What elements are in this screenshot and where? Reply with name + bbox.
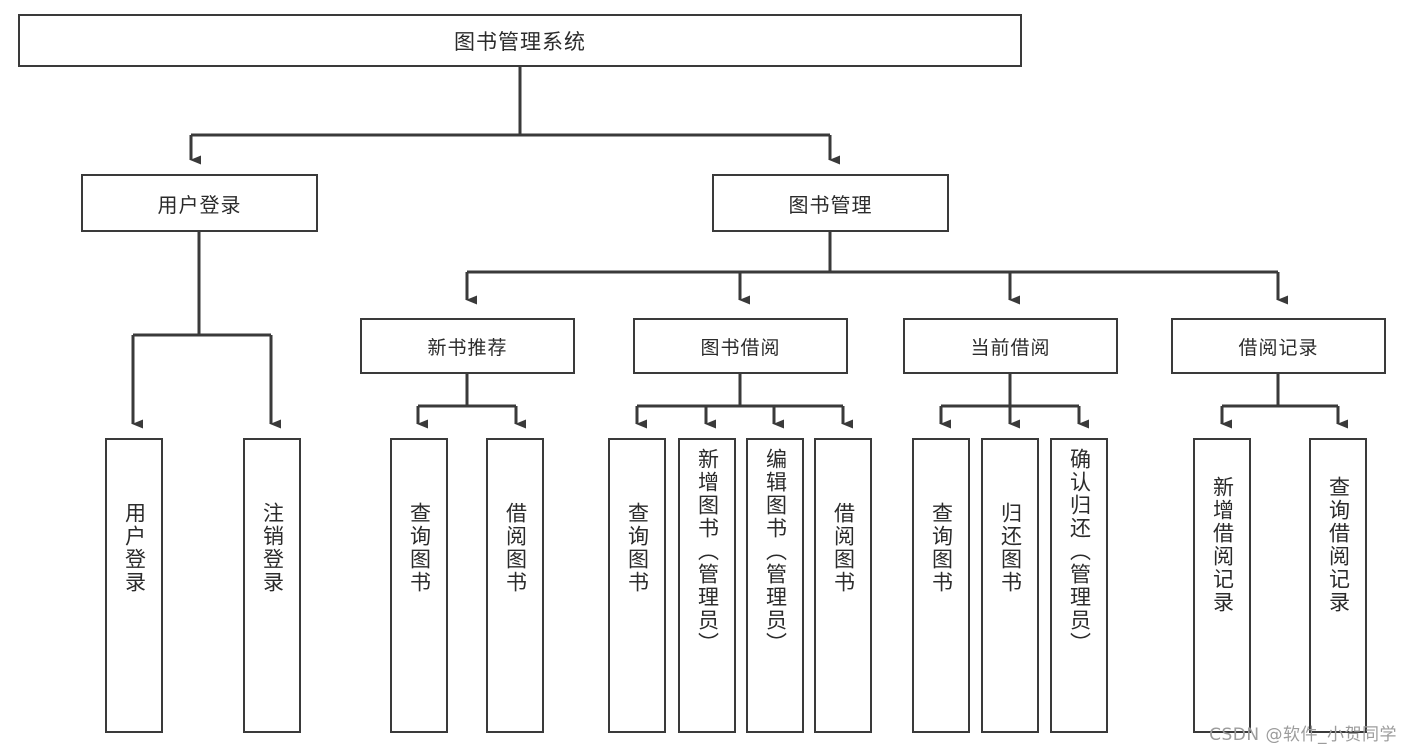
leaf-query-book-3-label: 查询图书 [929, 502, 954, 594]
node-user-login-label: 用户登录 [157, 192, 242, 217]
node-borrow-record[interactable]: 借阅记录 [1171, 318, 1386, 374]
leaf-return-book[interactable]: 归还图书 [981, 438, 1039, 733]
leaf-edit-book-label: 编辑图书（管理员） [763, 448, 788, 655]
node-borrow-record-label: 借阅记录 [1238, 336, 1319, 359]
node-root[interactable]: 图书管理系统 [18, 14, 1022, 67]
leaf-borrow-book-1[interactable]: 借阅图书 [486, 438, 544, 733]
leaf-return-book-label: 归还图书 [998, 502, 1023, 594]
leaf-query-book-2-label: 查询图书 [625, 502, 650, 594]
node-user-login[interactable]: 用户登录 [81, 174, 318, 232]
node-book-borrow-label: 图书借阅 [700, 336, 781, 359]
leaf-user-login[interactable]: 用户登录 [105, 438, 163, 733]
leaf-logout-login[interactable]: 注销登录 [243, 438, 301, 733]
node-root-label: 图书管理系统 [454, 29, 586, 54]
node-book-management[interactable]: 图书管理 [712, 174, 949, 232]
leaf-add-record-label: 新增借阅记录 [1210, 476, 1235, 614]
csdn-watermark: CSDN @软件_小贺同学 [1209, 725, 1397, 745]
leaf-add-book-label: 新增图书（管理员） [695, 448, 720, 655]
leaf-query-book-2[interactable]: 查询图书 [608, 438, 666, 733]
leaf-user-login-label: 用户登录 [122, 502, 147, 594]
leaf-borrow-book-1-label: 借阅图书 [503, 502, 528, 594]
leaf-query-book-1[interactable]: 查询图书 [390, 438, 448, 733]
leaf-edit-book[interactable]: 编辑图书（管理员） [746, 438, 804, 733]
leaf-confirm-return[interactable]: 确认归还（管理员） [1050, 438, 1108, 733]
node-current-borrow-label: 当前借阅 [970, 336, 1051, 359]
leaf-logout-login-label: 注销登录 [260, 502, 285, 594]
leaf-query-record-label: 查询借阅记录 [1326, 476, 1351, 614]
leaf-borrow-book-2[interactable]: 借阅图书 [814, 438, 872, 733]
leaf-add-book[interactable]: 新增图书（管理员） [678, 438, 736, 733]
node-new-book-recommend[interactable]: 新书推荐 [360, 318, 575, 374]
leaf-query-book-1-label: 查询图书 [407, 502, 432, 594]
node-book-management-label: 图书管理 [788, 192, 873, 217]
leaf-add-record[interactable]: 新增借阅记录 [1193, 438, 1251, 733]
node-new-book-recommend-label: 新书推荐 [427, 336, 508, 359]
leaf-borrow-book-2-label: 借阅图书 [831, 502, 856, 594]
leaf-query-book-3[interactable]: 查询图书 [912, 438, 970, 733]
node-book-borrow[interactable]: 图书借阅 [633, 318, 848, 374]
node-current-borrow[interactable]: 当前借阅 [903, 318, 1118, 374]
leaf-confirm-return-label: 确认归还（管理员） [1067, 448, 1092, 655]
leaf-query-record[interactable]: 查询借阅记录 [1309, 438, 1367, 733]
